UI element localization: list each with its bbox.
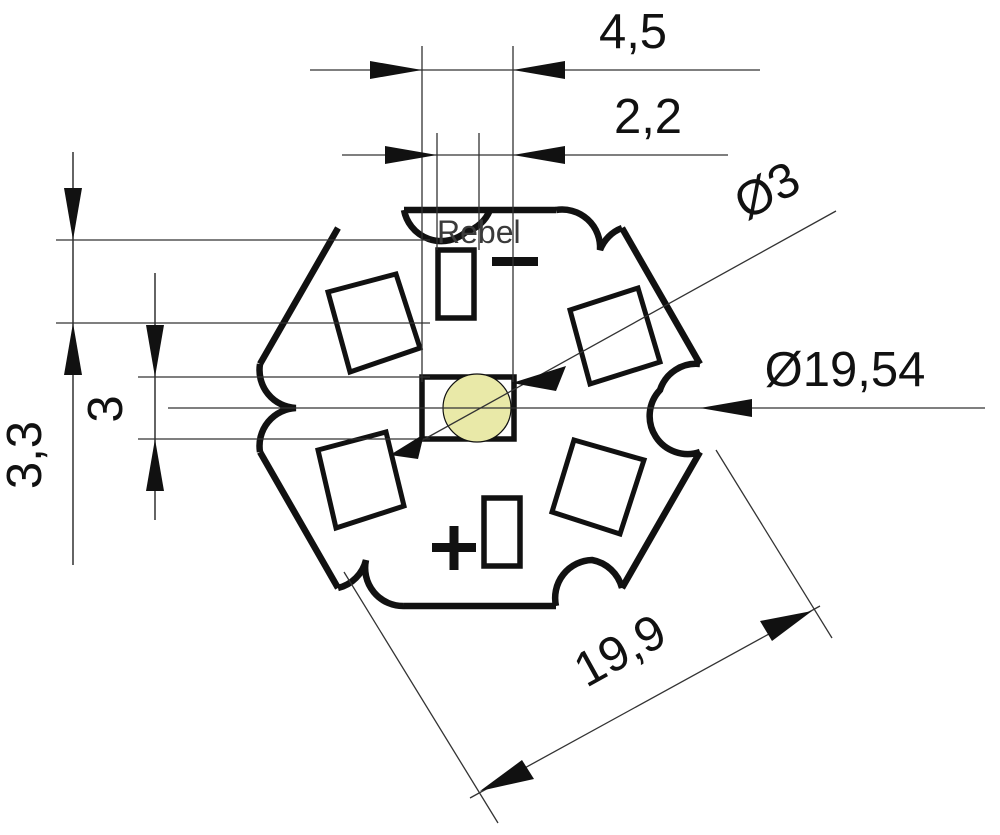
dimension-label-4-5: 4,5: [599, 5, 667, 59]
leader-line-diameter-3: [411, 210, 837, 447]
copper-pads: [315, 270, 664, 538]
positive-terminal-pad: [481, 495, 523, 569]
arrowhead-2-2-left: [385, 146, 437, 164]
copper-pad-lower-left: [315, 428, 407, 532]
arrowhead-4-5-right: [513, 61, 565, 79]
dimension-3: 3: [79, 273, 164, 520]
pcb-edge-upper-left: [257, 226, 341, 366]
arrowhead-3-bottom: [146, 439, 164, 491]
dimension-label-3: 3: [79, 395, 133, 422]
dimension-label-2-2: 2,2: [614, 90, 682, 144]
dimension-line-19-9: [469, 605, 821, 799]
pcb-edge-upper-right: [619, 226, 703, 366]
dimension-2-2: 2,2: [342, 90, 728, 164]
dimension-label-3-3: 3,3: [0, 421, 52, 489]
pcb-notch-right: [646, 360, 702, 458]
arrowhead-4-5-left: [370, 61, 422, 79]
silkscreen-label-rebel: Rebel: [437, 214, 521, 250]
minus-sign-icon: [492, 257, 538, 266]
dimension-3-3: 3,3: [0, 152, 82, 565]
pcb-notch-bottom-left: [337, 559, 405, 610]
construction-lines: [56, 46, 985, 565]
dimension-label-diameter-3: Ø3: [726, 152, 809, 231]
arrowhead-3-top: [146, 325, 164, 377]
negative-terminal-pad: [435, 247, 477, 321]
pcb-edge-lower-right: [619, 450, 703, 590]
pcb-outline: [256, 206, 703, 610]
copper-pad-upper-left: [324, 270, 424, 376]
arrowhead-diameter-3-upper: [512, 366, 566, 391]
arrowhead-19-9-right: [760, 611, 812, 641]
pcb-edge-lower-left: [257, 450, 341, 590]
arrowhead-2-2-right: [513, 146, 565, 164]
extension-line-19-9-left: [343, 571, 499, 824]
arrowhead-3-3-top: [64, 188, 82, 240]
pcb-notch-top-left: [400, 208, 494, 245]
dimension-label-19-9: 19,9: [565, 604, 675, 697]
arrowhead-diameter-19-54: [700, 399, 752, 417]
plus-sign-vertical-icon: [449, 526, 459, 570]
dimension-19-9: 19,9: [343, 449, 833, 824]
dimension-diameter-19-54: Ø19,54: [700, 343, 925, 417]
arrowhead-diameter-3-lower: [390, 434, 424, 459]
copper-pad-upper-right: [566, 284, 664, 388]
dimension-4-5: 4,5: [310, 5, 760, 79]
pcb-notch-bottom-right: [551, 556, 626, 607]
extension-line-19-9-right: [715, 449, 833, 639]
copper-pad-lower-right: [548, 436, 648, 538]
pcb-notch-top-right: [555, 206, 624, 252]
arrowhead-19-9-left: [480, 760, 534, 791]
arrowhead-3-3-bottom: [64, 323, 82, 375]
dimension-label-diameter-19-54: Ø19,54: [765, 343, 926, 397]
silkscreen-marks: [432, 247, 538, 570]
